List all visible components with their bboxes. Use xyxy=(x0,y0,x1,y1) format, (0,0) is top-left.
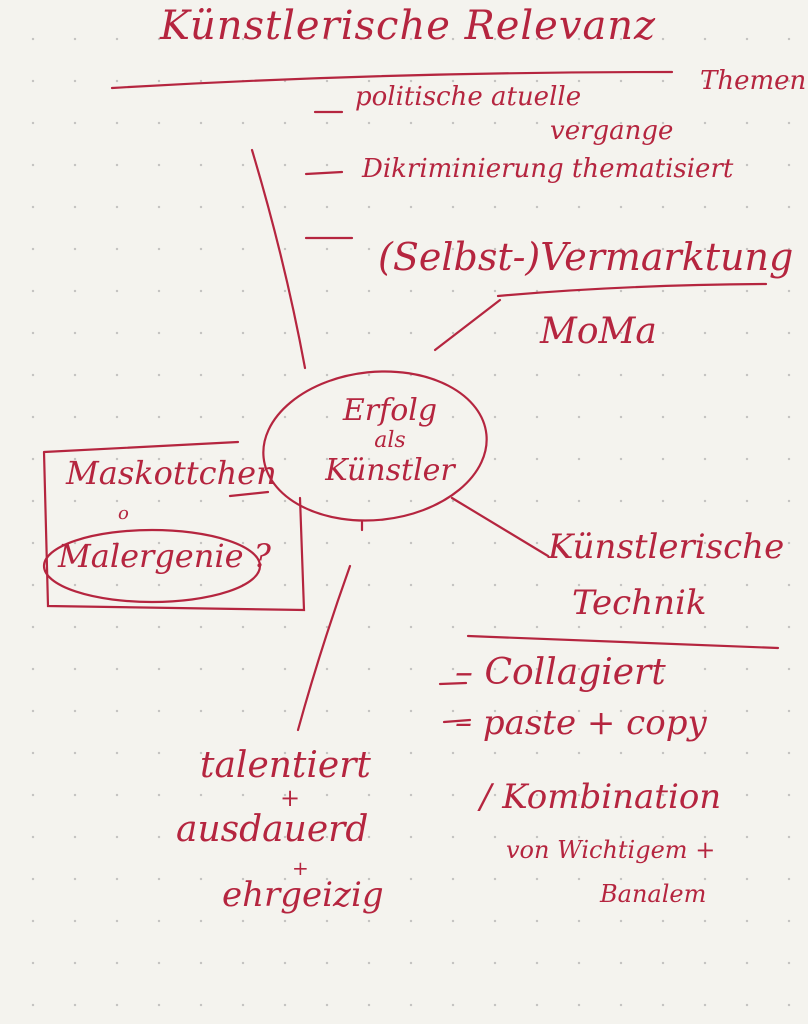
relevanz-item-1-note: Themen xyxy=(700,66,807,96)
trait-plus-2: + xyxy=(292,856,309,880)
link-center-relevanz xyxy=(250,148,307,370)
link-center-leftbox xyxy=(228,490,270,498)
relevanz-item-3-sub: MoMa xyxy=(540,311,657,352)
trait-plus-1: + xyxy=(280,784,301,812)
technik-title-2: Technik xyxy=(572,583,707,623)
link-center-moma xyxy=(433,298,502,352)
technik-dash-2 xyxy=(442,718,472,724)
trait-ausdauerd: ausdauerd xyxy=(176,809,369,850)
center-line-2: als xyxy=(374,428,406,453)
technik-title-1: Künstlerische xyxy=(548,527,785,567)
technik-item-3: / Kombination xyxy=(480,780,721,814)
left-box xyxy=(42,440,306,612)
leftbox-connector: o xyxy=(118,503,129,524)
technik-marker-3: / xyxy=(480,777,492,817)
technik-text-2: paste + copy xyxy=(482,703,707,743)
center-ellipse xyxy=(262,370,488,522)
technik-item-3-line2: von Wichtigem + xyxy=(506,836,716,864)
relevanz-item-1: politische atuelle xyxy=(355,82,582,112)
trait-ehrgeizig: ehrgeizig xyxy=(222,875,384,915)
technik-text-1: Collagiert xyxy=(484,652,666,693)
malergenie-ellipse xyxy=(42,528,262,604)
malergenie-text: Malergenie xyxy=(58,537,244,575)
leftbox-maskottchen: Maskottchen xyxy=(66,454,277,492)
center-line-1: Erfolg xyxy=(342,393,438,428)
technik-text-3: Kombination xyxy=(502,777,722,817)
technik-marker-1: – xyxy=(455,652,473,693)
center-node: Erfolg als Künstler xyxy=(315,392,465,490)
relevanz-item-1-extra: vergange xyxy=(550,116,674,146)
leftbox-malergenie: Malergenie ? xyxy=(58,540,271,572)
technik-item-1: – Collagiert xyxy=(455,655,666,691)
dash-2 xyxy=(304,170,344,176)
relevanz-item-3: (Selbst-)Vermarktung xyxy=(378,235,794,279)
technik-marker-2: – xyxy=(455,703,472,743)
relevanz-item-2: Dikriminierung thematisiert xyxy=(362,154,734,184)
technik-underline xyxy=(466,634,780,650)
technik-dash-1 xyxy=(438,681,468,686)
center-line-3: Künstler xyxy=(325,453,455,488)
trait-talentiert: talentiert xyxy=(200,745,371,786)
title-kuenstlerische-relevanz: Künstlerische Relevanz xyxy=(160,3,657,49)
question-mark: ? xyxy=(253,537,271,575)
link-center-technik xyxy=(450,496,550,558)
title-underline xyxy=(110,70,674,90)
vermarktung-underline xyxy=(496,282,768,298)
link-center-traits xyxy=(296,564,352,732)
technik-item-3-line3: Banalem xyxy=(600,880,707,908)
technik-item-2: – paste + copy xyxy=(455,706,707,740)
